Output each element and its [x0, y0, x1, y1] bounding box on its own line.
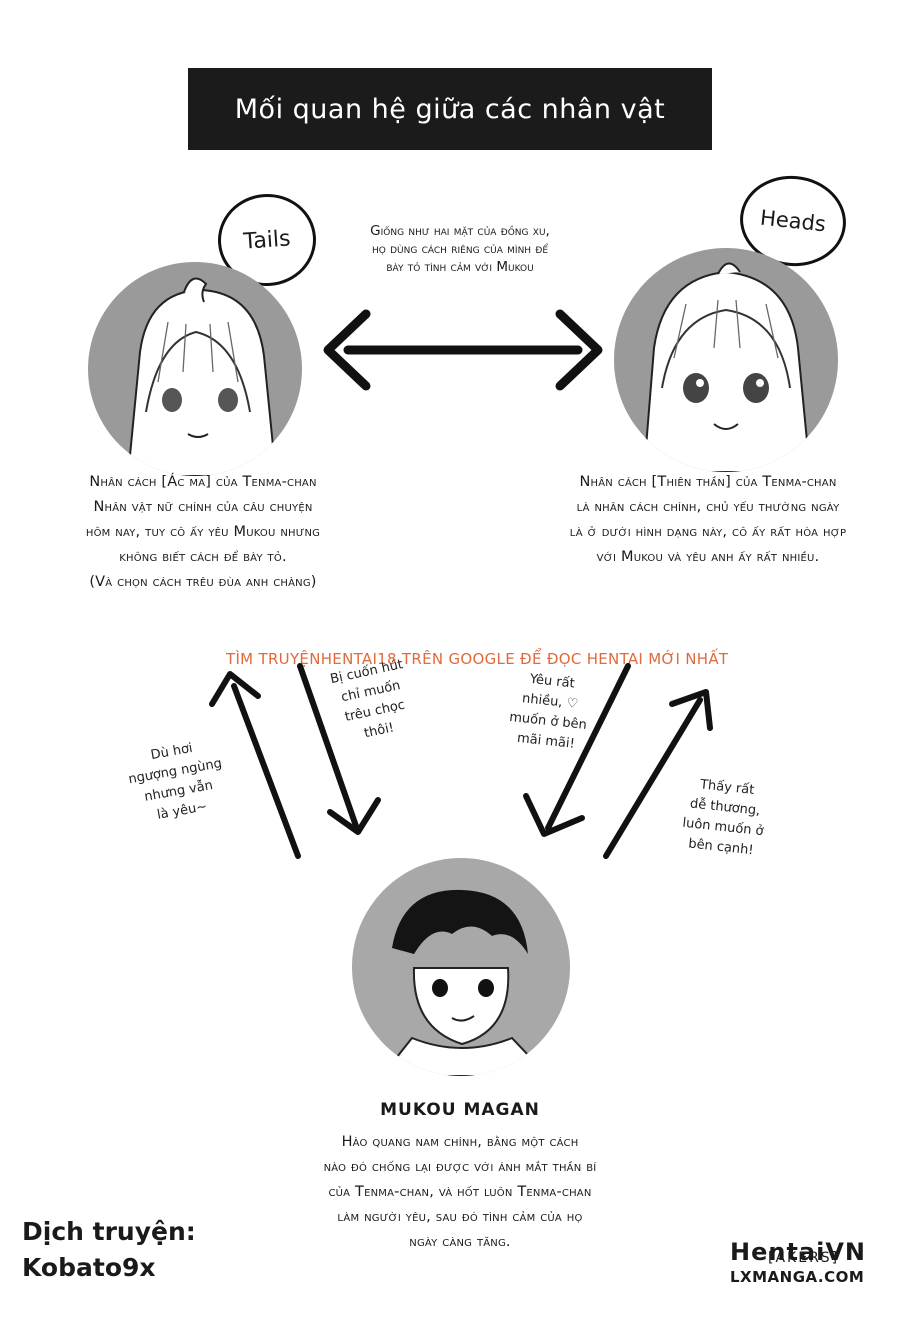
tails-desc-line-4: không biết cách để bày tỏ.: [119, 549, 287, 565]
mukou-desc-line-2: nào đó chống lại được với ánh mắt thần b…: [323, 1159, 597, 1175]
mukou-desc-line-3: của Tenma-chan, và hốt luôn Tenma-chan: [328, 1184, 592, 1200]
heads-label: Heads: [758, 205, 827, 237]
relationship-arrows: [209, 663, 713, 859]
tails-description: Nhân cách [Ác ma] của Tenma-chan Nhân vậ…: [18, 470, 388, 595]
site-name: LXMANGA.COM: [730, 1268, 865, 1286]
coin-caption-line-3: bày tỏ tình cảm với Mukou: [386, 259, 534, 276]
page-title: Mối quan hệ giữa các nhân vật: [234, 93, 666, 125]
mukou-description: Hào quang nam chính, bằng một cách nào đ…: [240, 1130, 680, 1255]
mukou-boy-drawing: [380, 889, 550, 1076]
heads-desc-line-3: là ở dưới hình dạng này, cô ấy rất hòa h…: [569, 524, 847, 540]
site-watermark: TÌM TRUYỆNHENTAI18 TRÊN GOOGLE ĐỂ ĐỌC HE…: [226, 650, 729, 668]
mukou-desc-line-4: làm người yêu, sau đó tình cảm của họ: [337, 1209, 583, 1225]
note-right-down: Yêu rất nhiều, ♡ muốn ở bên mãi mãi!: [490, 666, 608, 757]
mukou-desc-line-5: ngày càng tăng.: [409, 1234, 511, 1250]
translator-name: Kobato9x: [22, 1253, 156, 1282]
coin-caption-line-1: Giống như hai mặt của đồng xu,: [370, 223, 550, 239]
heads-description: Nhân cách [Thiên thần] của Tenma-chan là…: [500, 470, 916, 570]
group-logo: HentaiVN [AKERS] LXMANGA.COM: [730, 1238, 910, 1286]
translator-credit: Dịch truyện: Kobato9x: [22, 1214, 222, 1286]
tails-girl-drawing: [126, 277, 278, 476]
group-tag: [AKERS]: [768, 1250, 840, 1266]
coin-caption-line-2: họ dùng cách riêng của mình để: [371, 241, 549, 258]
tails-desc-line-5: (Và chọn cách trêu đùa anh chàng): [89, 574, 317, 590]
heads-desc-line-1: Nhân cách [Thiên thần] của Tenma-chan: [579, 474, 837, 490]
mukou-name: MUKOU MAGAN: [380, 1100, 540, 1120]
title-banner: Mối quan hệ giữa các nhân vật: [188, 68, 712, 150]
note-right-up: Thấy rất dễ thương, luôn muốn ở bên cạnh…: [660, 772, 788, 864]
group-name: HentaiVN: [730, 1238, 867, 1266]
mukou-desc-line-1: Hào quang nam chính, bằng một cách: [341, 1134, 579, 1150]
tails-label: Tails: [242, 225, 292, 255]
tails-desc-line-3: hôm nay, tuy cô ấy yêu Mukou nhưng: [85, 524, 321, 540]
mukou-portrait: [352, 858, 570, 1076]
tails-portrait: [88, 262, 302, 476]
translator-label: Dịch truyện:: [22, 1217, 196, 1246]
tails-desc-line-1: Nhân cách [Ác ma] của Tenma-chan: [89, 474, 317, 490]
coin-caption: Giống như hai mặt của đồng xu, họ dùng c…: [320, 222, 600, 277]
double-arrow: [323, 309, 603, 391]
tails-desc-line-2: Nhân vật nữ chính của câu chuyện: [93, 499, 313, 515]
heads-girl-drawing: [642, 262, 812, 472]
heads-desc-line-4: với Mukou và yêu anh ấy rất nhiều.: [596, 549, 820, 565]
heads-portrait: [614, 248, 838, 472]
heads-desc-line-2: là nhân cách chính, chủ yếu thường ngày: [576, 499, 840, 515]
